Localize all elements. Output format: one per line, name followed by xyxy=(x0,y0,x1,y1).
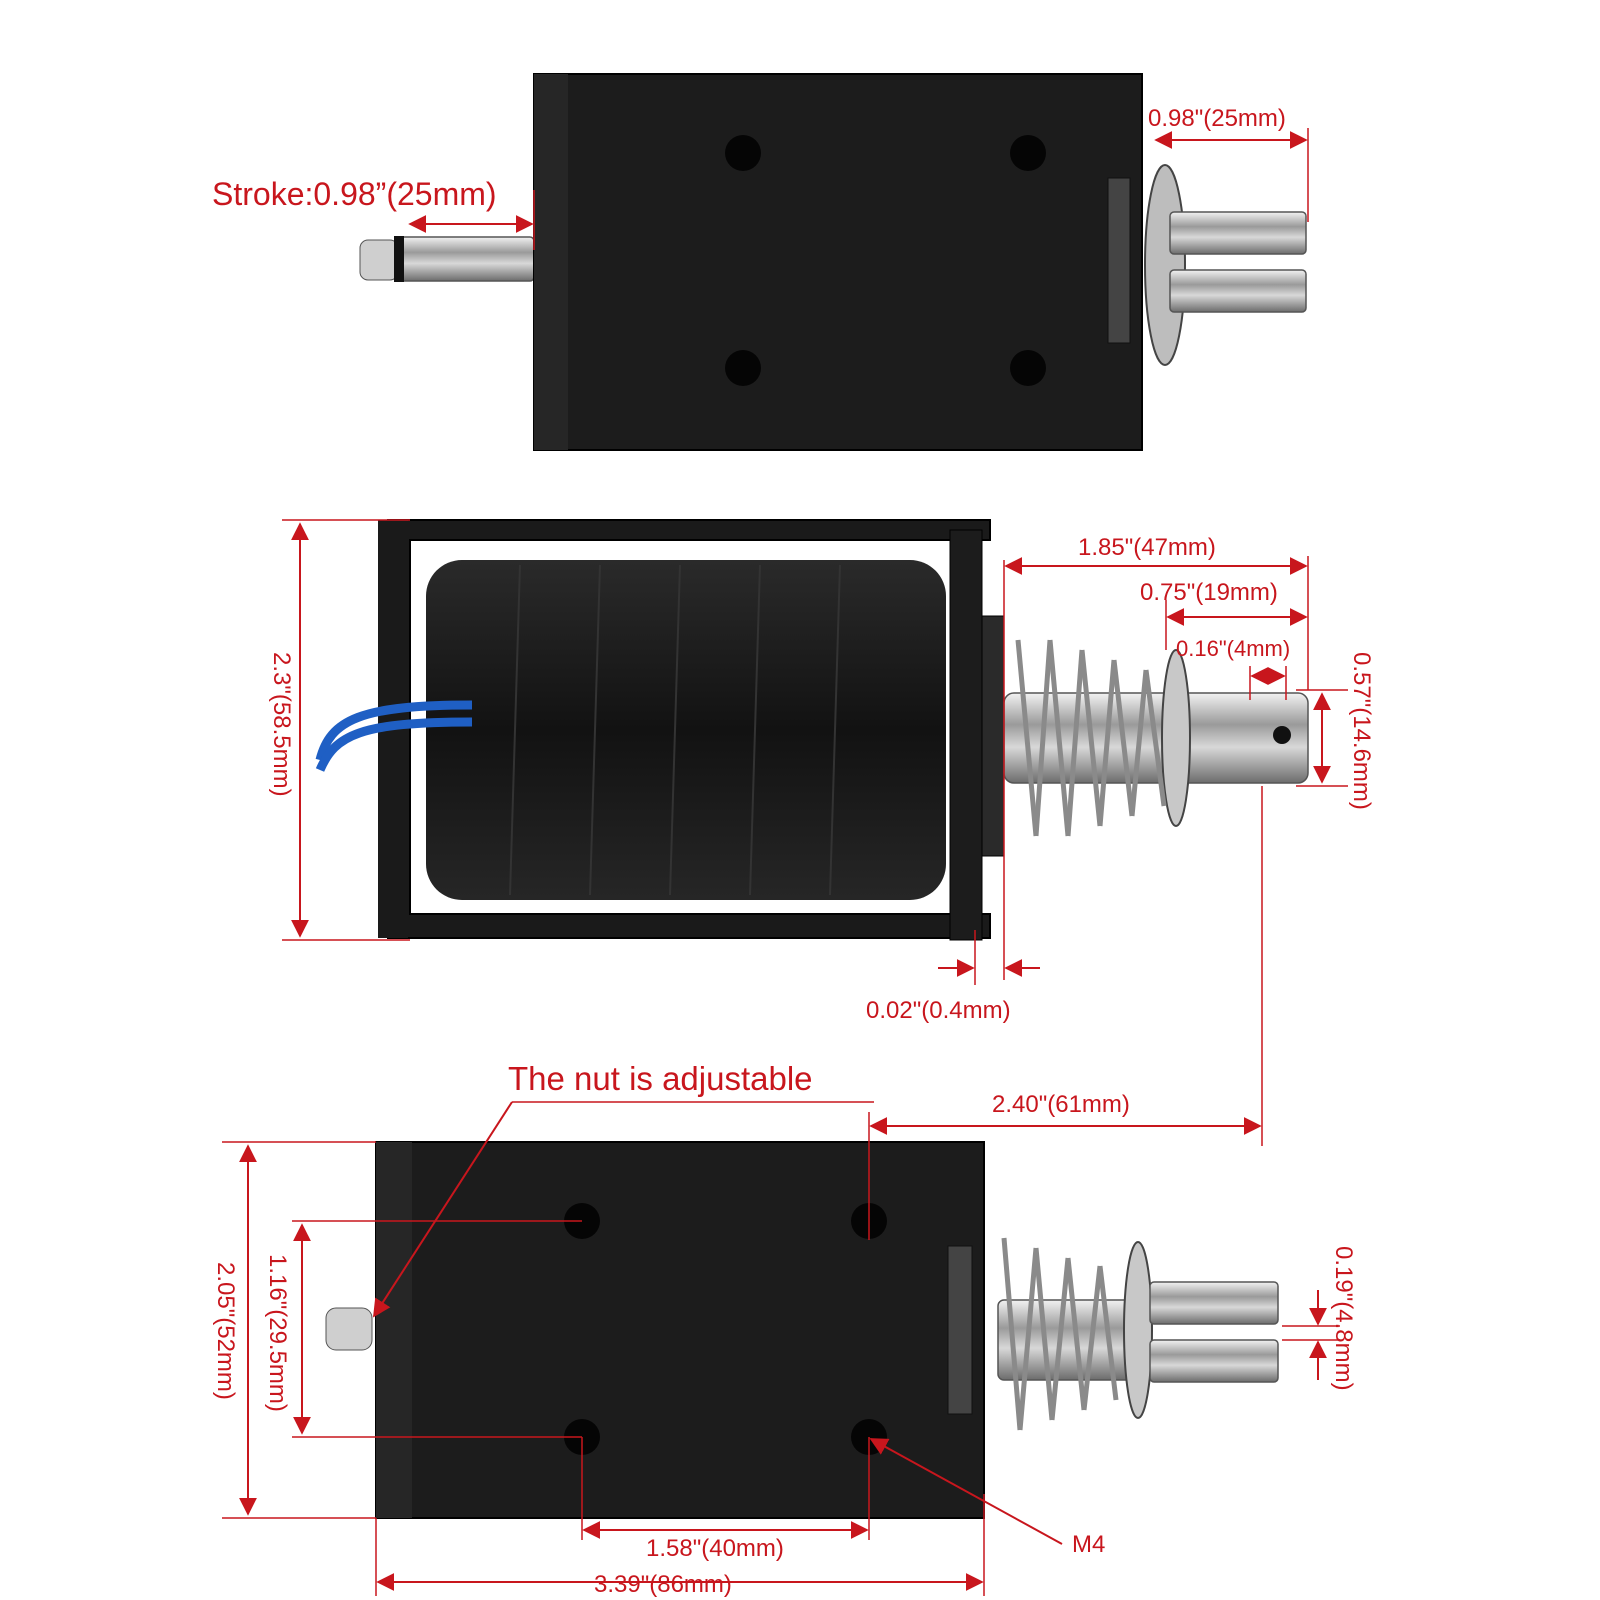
hole-spacing-h-label: 1.58"(40mm) xyxy=(646,1535,784,1562)
length-19-label: 0.75"(19mm) xyxy=(1140,579,1278,606)
middle-view: 2.3"(58.5mm) 1.85"(47mm) 0.75"(19mm) 0.1… xyxy=(268,519,1375,1024)
clevis-upper xyxy=(1169,211,1307,255)
diameter-label: 0.57"(14.6mm) xyxy=(1348,652,1375,810)
shaft-length-label: 0.98"(25mm) xyxy=(1148,105,1286,132)
clevis-lower xyxy=(1149,1339,1279,1383)
mount-hole xyxy=(725,135,761,171)
pin-hole xyxy=(1273,726,1291,744)
solenoid-body-top xyxy=(533,73,1143,451)
hole-spacing-v-label: 1.16"(29.5mm) xyxy=(264,1254,291,1412)
slot-label: 0.19"(4.8mm) xyxy=(1330,1246,1357,1391)
mount-hole xyxy=(1010,135,1046,171)
height-label: 2.3"(58.5mm) xyxy=(268,652,295,797)
plunger-shaft-left xyxy=(397,236,535,282)
mount-hole xyxy=(725,350,761,386)
mount-hole xyxy=(1010,350,1046,386)
washer-plate xyxy=(1107,177,1131,344)
nut-callout-label: The nut is adjustable xyxy=(508,1060,813,1097)
return-spring xyxy=(1015,639,1167,837)
offset-label: 2.40"(61mm) xyxy=(992,1091,1130,1118)
top-view: Stroke:0.98”(25mm) 0.98"(25mm) xyxy=(212,73,1309,451)
height-label-bottom: 2.05"(52mm) xyxy=(212,1262,239,1400)
lead-wire xyxy=(315,700,473,762)
length-label-bottom: 3.39"(86mm) xyxy=(594,1571,732,1598)
washer-plate xyxy=(947,1245,973,1415)
bottom-view: The nut is adjustable 2.40"(61mm) 2.05"(… xyxy=(212,786,1357,1598)
thread-label: M4 xyxy=(1072,1531,1105,1558)
clevis-upper xyxy=(1149,1281,1279,1325)
clevis-lower xyxy=(1169,269,1307,313)
gap-label: 0.02"(0.4mm) xyxy=(866,997,1011,1024)
solenoid-frame xyxy=(387,519,991,939)
coil-winding xyxy=(426,560,946,900)
stroke-label: Stroke:0.98”(25mm) xyxy=(212,176,497,212)
return-spring xyxy=(1001,1237,1119,1431)
nut-callout-leader xyxy=(373,1101,513,1318)
adjustable-nut xyxy=(325,1307,373,1351)
length-47-label: 1.85"(47mm) xyxy=(1078,534,1216,561)
length-4-label: 0.16"(4mm) xyxy=(1176,636,1290,661)
solenoid-body-bottom xyxy=(375,1141,985,1519)
flange xyxy=(981,615,1005,857)
retaining-washer xyxy=(1161,649,1191,827)
retaining-washer xyxy=(1123,1241,1153,1419)
m4-leader xyxy=(869,1438,1063,1545)
nut-left xyxy=(359,239,399,281)
